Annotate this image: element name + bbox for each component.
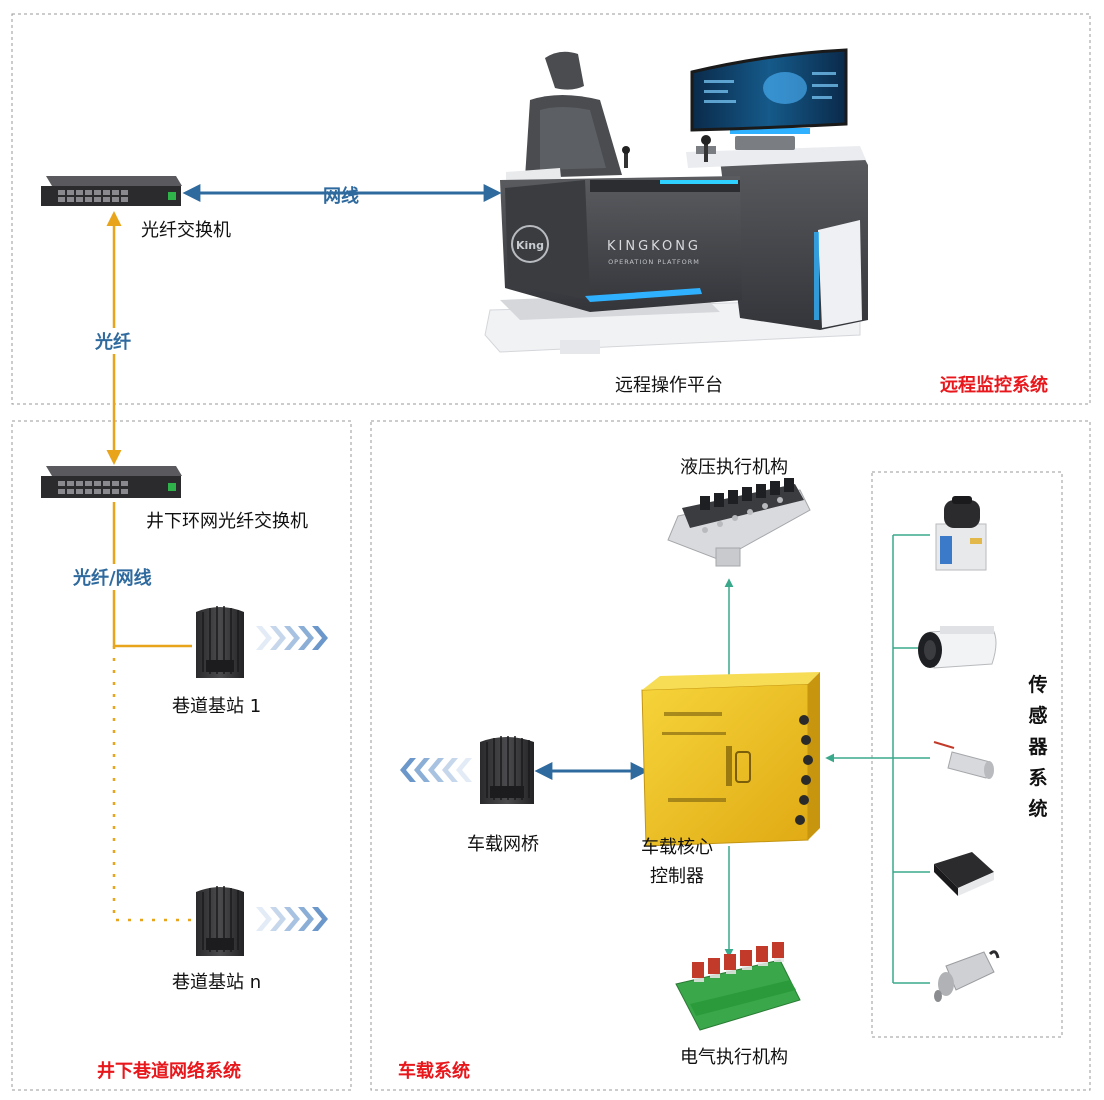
fiber-edge-label: 光纤	[95, 328, 131, 354]
core-controller-label-line2: 控制器	[650, 866, 704, 887]
underground-section-frame	[11, 420, 352, 1091]
console-subtitle: OPERATION PLATFORM	[608, 258, 700, 266]
pressure-sensor-icon	[934, 950, 1000, 1002]
operation-platform-label: 远程操作平台	[615, 375, 723, 396]
proximity-sensor-icon	[933, 741, 994, 779]
ring-switch-icon	[41, 466, 182, 498]
console-logo: King	[516, 239, 544, 252]
fiber-ethernet-link-n	[112, 646, 192, 922]
camera-sensor-icon	[918, 626, 997, 669]
remote-section-frame	[11, 13, 1091, 405]
hydraulic-actuator-label: 液压执行机构	[680, 457, 788, 478]
operation-platform-image: King KINGKONG OPERATION PLATFORM	[484, 48, 868, 354]
sensor-system-char: 系	[1028, 767, 1048, 789]
ring-switch-label: 井下环网光纤交换机	[146, 511, 308, 532]
core-controller-icon	[641, 672, 820, 847]
base-station-n-icon	[196, 886, 244, 956]
console-brand: KINGKONG	[607, 239, 701, 254]
signal-waves-bridge-icon	[400, 758, 472, 782]
radar-sensor-icon	[934, 852, 994, 896]
vehicle-section-title: 车载系统	[398, 1061, 470, 1082]
signal-waves-1-icon	[256, 626, 328, 650]
base-station-1-icon	[196, 606, 244, 678]
fiber-ethernet-edge-label: 光纤/网线	[73, 564, 152, 590]
sensor-system-char: 感	[1028, 705, 1048, 727]
fiber-switch-icon	[41, 176, 182, 206]
vehicle-section-frame	[370, 420, 1091, 1091]
sensor-bus	[892, 534, 930, 984]
sensor-system-label: 传 感 器 系 统	[1026, 670, 1050, 825]
vehicle-bridge-label: 车载网桥	[467, 834, 539, 855]
underground-section-title: 井下巷道网络系统	[97, 1061, 241, 1082]
base-station-n-label: 巷道基站 n	[172, 972, 262, 993]
core-controller-label-line1: 车载核心	[641, 837, 713, 858]
remote-section-title: 远程监控系统	[940, 375, 1048, 396]
fiber-switch-label: 光纤交换机	[141, 220, 231, 241]
ethernet-edge-label: 网线	[323, 186, 359, 207]
sensor-system-char: 传	[1028, 674, 1048, 696]
vehicle-bridge-icon	[480, 736, 534, 804]
sensor-system-char: 统	[1028, 798, 1048, 820]
electric-actuator-icon	[675, 942, 801, 1031]
base-station-1-label: 巷道基站 1	[172, 696, 262, 717]
hydraulic-actuator-icon	[667, 478, 811, 567]
electric-actuator-label: 电气执行机构	[680, 1047, 788, 1068]
signal-waves-n-icon	[256, 907, 328, 931]
sensor-system-char: 器	[1028, 736, 1048, 758]
lidar-sensor-icon	[935, 496, 987, 571]
